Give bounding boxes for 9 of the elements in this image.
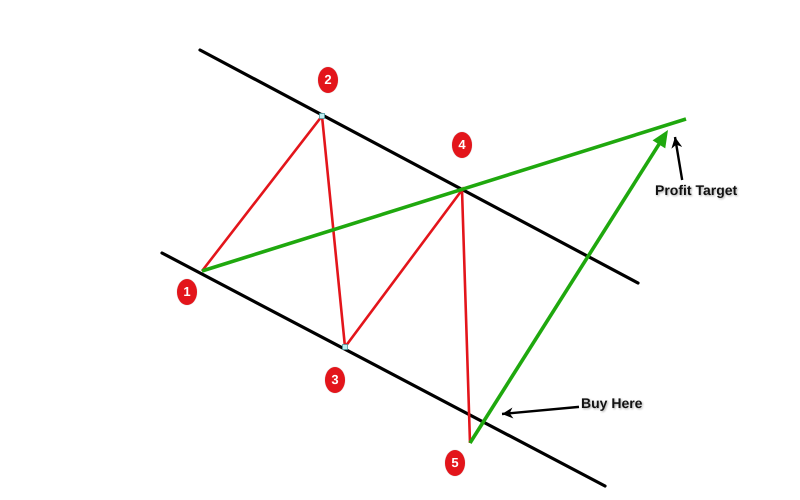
callout-number: 1	[177, 279, 197, 305]
callout-number: 2	[318, 67, 338, 93]
leader-arrow	[671, 136, 684, 180]
callout-number: 3	[325, 367, 345, 393]
callout-number: 5	[445, 450, 465, 476]
leader-arrow	[502, 406, 580, 418]
annotation-text: Profit Target	[655, 182, 738, 199]
annotation-text: Buy Here	[581, 395, 642, 412]
callout-number: 4	[452, 132, 472, 158]
